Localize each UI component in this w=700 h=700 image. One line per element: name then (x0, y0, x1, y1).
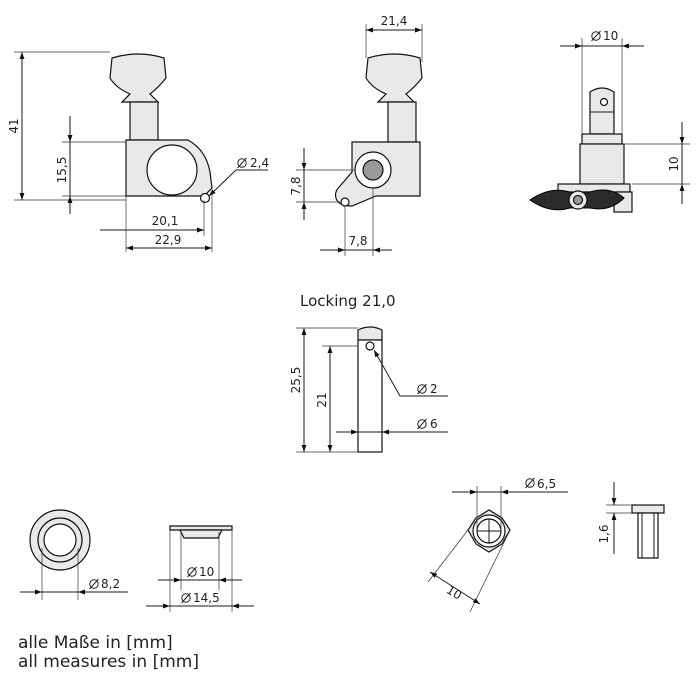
dim-dia-2: 2 (430, 382, 438, 396)
dim-dia-6: 6 (430, 417, 438, 431)
note-units-english: all measures in [mm] (18, 652, 199, 672)
tuner-post-circle (146, 144, 198, 196)
locking-pin-hole (365, 341, 375, 351)
bushing-body (179, 529, 223, 539)
view-hex-nut: 6,5 10 (427, 477, 568, 613)
tuner-bushing-inner (362, 159, 384, 181)
tuner-shaft-front (129, 101, 159, 141)
view-bushing: 10 14,5 (146, 525, 254, 612)
dim-width-20-1: 20,1 (152, 214, 179, 228)
note-units-german: alle Maße in [mm] (18, 633, 173, 653)
view-hex-nut-side: 1,6 (597, 482, 665, 559)
dim-height-15-5: 15,5 (55, 157, 69, 184)
dim-dia-2-4: 2,4 (250, 156, 269, 170)
tuner-button-front (109, 53, 167, 103)
nut-side-flange (631, 504, 665, 514)
dim-dia-10-bushing: 10 (199, 565, 214, 579)
dim-dia-6-5: 6,5 (537, 477, 556, 491)
nut-side-body (637, 512, 659, 559)
tuner-side-screw-hole (340, 197, 350, 207)
tuner-key-hub-center (572, 194, 584, 206)
locking-title: Locking 21,0 (300, 292, 396, 310)
locking-pin-head (357, 326, 383, 341)
dim-dia-10-top: 10 (603, 29, 618, 43)
dim-height-25-5: 25,5 (289, 367, 303, 394)
locking-pin-shaft (357, 339, 383, 453)
tuner-post-collar (581, 133, 623, 145)
view-washer: 8,2 (20, 509, 128, 600)
dim-dia-8-2: 8,2 (101, 577, 120, 591)
dim-width-7-8: 7,8 (348, 234, 367, 248)
dim-width-22-9: 22,9 (155, 233, 182, 247)
view-front-tuner: 41 15,5 20,1 22,9 2,4 (7, 51, 269, 252)
view-side-tuner: 21,4 7,8 7,8 (289, 14, 423, 256)
tuner-shaft-side (387, 101, 417, 143)
tuner-housing-top (579, 143, 625, 185)
dim-dia-14-5: 14,5 (193, 591, 220, 605)
view-top-tuner: 10 10 (529, 29, 690, 213)
tuner-screw-hole (199, 192, 211, 204)
tuner-post-top (589, 87, 615, 135)
tuner-post-hole-top (599, 97, 609, 107)
dim-height-10-side: 10 (667, 156, 681, 171)
dim-height-21: 21 (315, 392, 329, 407)
dim-height-7-8: 7,8 (289, 176, 303, 195)
dim-height-1-6: 1,6 (597, 524, 611, 543)
washer-inner (43, 523, 77, 557)
tuner-button-side (365, 53, 423, 103)
dim-width-21-4: 21,4 (381, 14, 408, 28)
view-locking-pin: Locking 21,0 25,5 21 2 6 (289, 292, 448, 453)
dim-height-41: 41 (7, 118, 21, 133)
dim-width-10-nut: 10 (444, 583, 464, 603)
